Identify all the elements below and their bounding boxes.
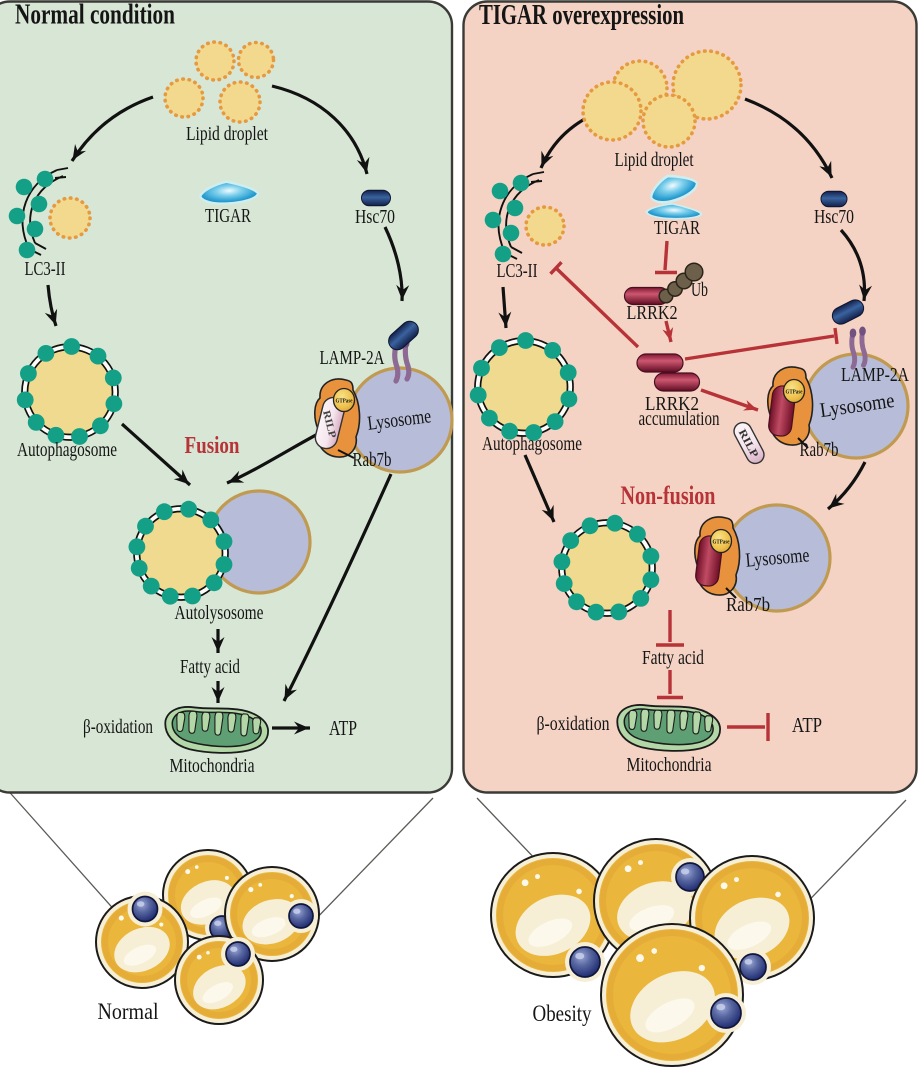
- svg-text:LAMP-2A: LAMP-2A: [320, 347, 385, 369]
- svg-text:LRRK2: LRRK2: [627, 302, 678, 324]
- svg-text:GTPase: GTPase: [786, 389, 803, 396]
- svg-text:accumulation: accumulation: [639, 408, 720, 430]
- svg-text:TIGAR: TIGAR: [654, 217, 700, 239]
- svg-text:Non-fusion: Non-fusion: [621, 481, 716, 510]
- svg-text:Fatty acid: Fatty acid: [180, 656, 240, 678]
- svg-text:Rab7b: Rab7b: [800, 439, 839, 461]
- svg-text:Lipid droplet: Lipid droplet: [186, 123, 268, 145]
- svg-text:Autophagosome: Autophagosome: [482, 433, 582, 455]
- svg-text:ATP: ATP: [792, 713, 822, 737]
- svg-text:Autophagosome: Autophagosome: [17, 439, 117, 461]
- svg-text:β-oxidation: β-oxidation: [537, 713, 610, 735]
- svg-text:Autolysosome: Autolysosome: [175, 602, 264, 624]
- svg-text:Lipid droplet: Lipid droplet: [615, 149, 694, 171]
- svg-text:ATP: ATP: [329, 716, 357, 740]
- svg-text:Fusion: Fusion: [185, 433, 240, 459]
- svg-text:GTPase: GTPase: [336, 398, 353, 405]
- svg-text:Hsc70: Hsc70: [814, 206, 854, 228]
- svg-text:Fatty acid: Fatty acid: [642, 647, 704, 669]
- svg-text:Normal condition: Normal condition: [15, 0, 175, 31]
- svg-text:Rab7b: Rab7b: [726, 594, 770, 616]
- svg-text:Mitochondria: Mitochondria: [627, 754, 712, 776]
- svg-text:Rab7b: Rab7b: [353, 449, 392, 471]
- svg-text:LRRK2: LRRK2: [645, 393, 699, 415]
- svg-text:Normal: Normal: [98, 999, 159, 1024]
- svg-text:Hsc70: Hsc70: [355, 206, 395, 228]
- svg-text:LC3-II: LC3-II: [497, 260, 538, 282]
- svg-text:TIGAR overexpression: TIGAR overexpression: [479, 0, 684, 31]
- svg-text:LC3-II: LC3-II: [25, 258, 66, 280]
- svg-text:Mitochondria: Mitochondria: [170, 755, 255, 777]
- svg-text:LAMP-2A: LAMP-2A: [841, 364, 909, 386]
- svg-text:Ub: Ub: [691, 279, 708, 301]
- svg-text:TIGAR: TIGAR: [205, 205, 251, 227]
- svg-text:β-oxidation: β-oxidation: [83, 716, 153, 738]
- svg-text:GTPase: GTPase: [713, 539, 730, 546]
- svg-text:Obesity: Obesity: [533, 1001, 592, 1026]
